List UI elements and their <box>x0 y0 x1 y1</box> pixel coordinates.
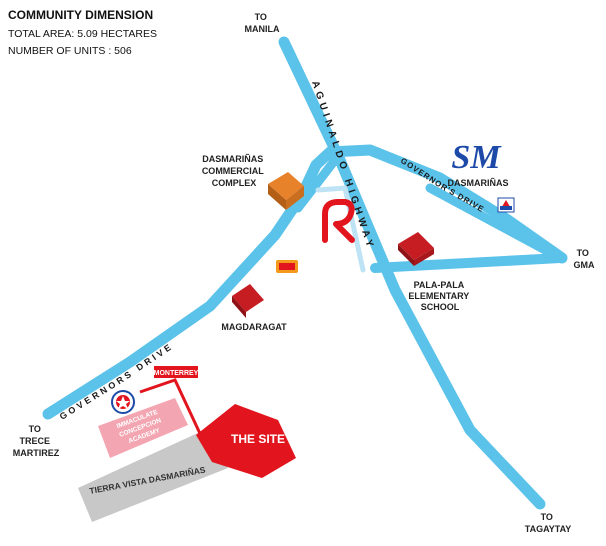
total-area-text: TOTAL AREA: 5.09 HECTARES <box>8 28 157 40</box>
monterrey-label: MONTERREY <box>154 370 199 377</box>
the-site-area <box>196 404 296 478</box>
connector-road <box>293 155 340 213</box>
magdaragat-label: MAGDARAGAT <box>221 322 287 332</box>
gas-station-icon <box>111 390 135 414</box>
to-manila-label: TO MANILA <box>245 12 280 34</box>
to-gma-label: TO GMA <box>574 248 595 270</box>
commercial-complex-building-icon <box>268 172 304 210</box>
immaculate-concepcion-academy-area <box>98 398 188 458</box>
sm-dasmarinas-label: DASMARIÑAS <box>447 178 508 188</box>
service-road <box>315 185 366 273</box>
academy-label: IMMACULATE CONCEPCION ACADEMY <box>115 408 167 447</box>
monterrey-sign <box>154 366 198 378</box>
school-label: PALA-PALA ELEMENTARY SCHOOL <box>408 280 471 312</box>
road-network <box>42 36 568 510</box>
to-trece-martirez-label: TO TRECE MARTIREZ <box>13 424 60 458</box>
petron-station-icon <box>497 197 515 213</box>
map-title: COMMUNITY DIMENSION <box>8 8 154 22</box>
site-boundary-line <box>139 378 212 456</box>
robinsons-logo-icon <box>322 199 355 243</box>
the-site-label: THE SITE <box>231 432 285 446</box>
magdaragat-building-icon <box>232 284 264 318</box>
aguinaldo-highway-road <box>278 36 546 510</box>
number-of-units-text: NUMBER OF UNITS : 506 <box>8 45 132 57</box>
to-tagaytay-label: TO TAGAYTAY <box>525 512 572 534</box>
school-building-icon <box>398 232 434 266</box>
small-orange-sign-inner <box>279 263 295 270</box>
governors-drive-road <box>42 144 568 420</box>
gma-diagonal-road <box>425 183 565 263</box>
tierra-vista-area <box>78 432 228 522</box>
pala-pala-road <box>370 253 565 273</box>
sm-logo: SM <box>451 139 502 176</box>
commercial-complex-label: DASMARIÑAS COMMERCIAL COMPLEX <box>202 154 266 188</box>
